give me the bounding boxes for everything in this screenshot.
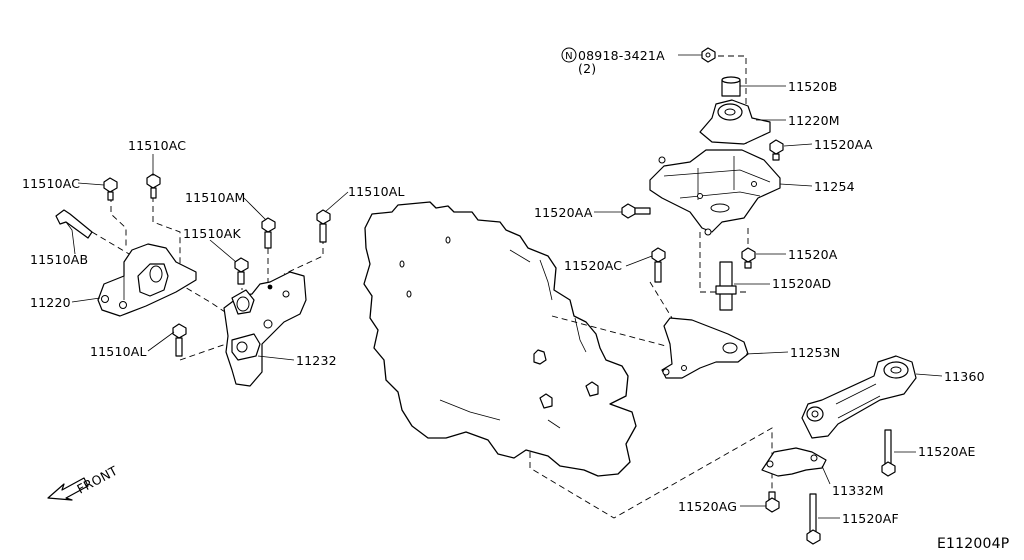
bolt-11520AE [881,429,896,477]
nut-08918 [701,47,716,63]
label-11520AA-left: 11520AA [534,205,593,220]
label-11520AC: 11520AC [564,258,622,273]
label-11520B: 11520B [788,79,838,94]
label-nut-spec: 08918-3421A [578,48,665,63]
bolt-11510AM [261,217,276,249]
insulator-11220M [699,99,771,145]
label-11220M: 11220M [788,113,840,128]
bolt-11520AC [651,247,666,283]
bushing-11520B [721,76,741,97]
label-nut-qty: (2) [578,61,596,76]
label-11520A: 11520A [788,247,838,262]
label-11520AD: 11520AD [772,276,831,291]
engine-block [363,201,637,477]
front-arrow-icon [47,477,89,501]
label-11520AA-top: 11520AA [814,137,873,152]
bolt-11520AA-top [769,139,784,161]
nut-marker-circle [561,47,577,63]
label-11520AF: 11520AF [842,511,899,526]
bolt-11510AL-top [316,209,331,243]
label-11510AL-top: 11510AL [348,184,405,199]
bolt-11510AC-left [103,177,118,201]
label-11510AM: 11510AM [185,190,246,205]
torque-rod-11360 [801,355,917,439]
label-11510AK: 11510AK [183,226,242,241]
left-bolts [55,173,331,357]
bracket-11332M [761,447,827,477]
label-11510AB: 11510AB [30,252,88,267]
bolt-11520A [741,247,756,269]
label-11520AE: 11520AE [918,444,976,459]
stud-11520AD [715,261,737,311]
label-11220: 11220 [30,295,71,310]
leader-lines [65,54,943,519]
bolt-11510AC-top [146,173,161,199]
bolt-11510AB [55,209,93,239]
label-11232: 11232 [296,353,337,368]
engine-mount-11220 [97,243,197,317]
bolt-11520AF [806,493,821,545]
label-11520AG: 11520AG [678,499,737,514]
nut-marker-text: N [565,51,573,62]
bracket-11253N [661,317,749,379]
bracket-11232 [223,271,307,387]
bolt-11510AK [234,257,249,285]
label-11360: 11360 [944,369,985,384]
label-11510AC-top: 11510AC [128,138,186,153]
diagram-code: E112004P [937,536,1009,552]
bolt-11520AG [765,491,780,513]
bolt-11510AL-bottom [172,323,187,357]
label-11332M: 11332M [832,483,884,498]
label-11254: 11254 [814,179,855,194]
label-front: FRONT [74,463,120,497]
label-11510AL-bottom: 11510AL [90,344,147,359]
label-11510AC-left: 11510AC [22,176,80,191]
bracket-11254 [649,149,781,236]
bolt-11520AA-left [621,203,651,219]
label-11253N: 11253N [790,345,840,360]
